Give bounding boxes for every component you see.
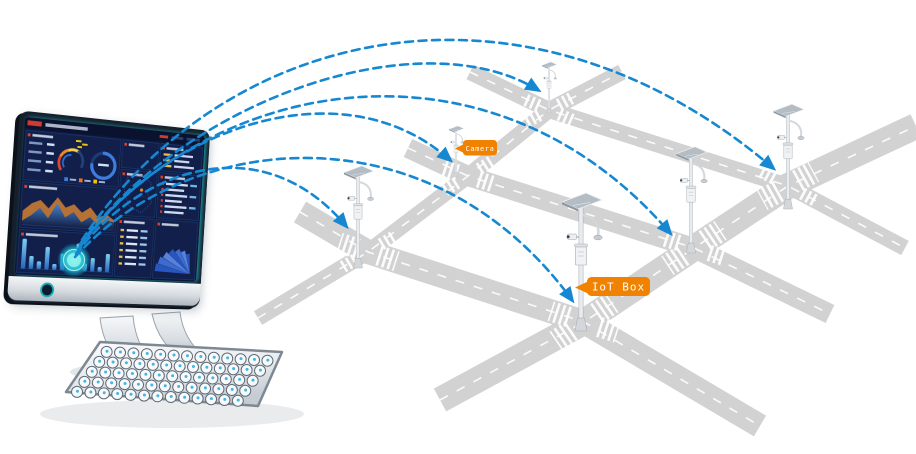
logo-mark: [27, 120, 42, 127]
connection-arc: [80, 38, 777, 242]
dashboard-panel-area-chart: [22, 194, 116, 231]
smart-pole-5: [675, 145, 709, 255]
connection-arc: [74, 166, 349, 256]
smart-pole-6: [772, 103, 806, 210]
smart-pole-4: [560, 191, 604, 333]
camera-label: Camera: [455, 140, 497, 156]
crosswalks: [336, 92, 820, 351]
signal-origin-glow: [57, 243, 91, 277]
dashboard-panel-gauges: [27, 139, 117, 185]
camera-label-text: Camera: [466, 145, 495, 153]
monitor: [6, 110, 211, 308]
connection-arc: [78, 62, 542, 248]
keyboard-keys: [71, 345, 274, 407]
dashboard-panel-fan-chart: [154, 248, 192, 275]
connection-arcs: [73, 38, 777, 304]
smart-pole-1: [342, 164, 375, 269]
keyboard: [64, 340, 284, 408]
iot-box-label-text: IoT Box: [592, 281, 645, 294]
monitor-bezel: [6, 110, 211, 308]
dashboard-titlebar: [24, 116, 206, 146]
iot-box-label: IoT Box: [575, 277, 650, 296]
dashboard-screen: [14, 116, 206, 282]
dashboard: [14, 116, 206, 282]
connection-arc: [73, 156, 575, 304]
smart-pole-3: [541, 61, 558, 114]
connection-arc: [78, 94, 673, 246]
keyboard-shadow: [40, 400, 304, 428]
connection-arc: [76, 112, 454, 252]
